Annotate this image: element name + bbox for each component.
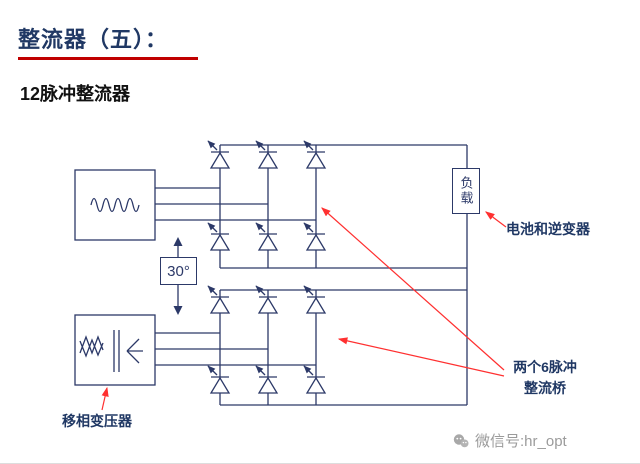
page-subtitle: 12脉冲整流器 <box>20 84 131 104</box>
arrow-to-bottom-bridge <box>337 337 505 377</box>
page-title: 整流器（五）： <box>18 27 169 52</box>
transformer-box <box>74 314 156 386</box>
thyristor-icon <box>303 365 327 394</box>
thyristor-icon <box>303 140 327 169</box>
thyristor-icon <box>207 140 231 169</box>
transformer-winding-icon <box>79 330 143 372</box>
thyristor-icon <box>207 285 231 314</box>
annotation-arrows <box>101 207 507 411</box>
label-six-pulse-bridges: 两个6脉冲 整流桥 <box>503 357 587 399</box>
arrow-to-load <box>485 211 507 228</box>
wechat-icon <box>453 433 469 447</box>
title-underline <box>18 57 198 60</box>
wechat-id: 微信号:hr_opt <box>475 433 567 450</box>
ac-source-box <box>74 169 156 241</box>
thyristor-icon <box>255 285 279 314</box>
thyristor-icon <box>207 222 231 251</box>
angle-label: 30° <box>167 262 190 280</box>
arrow-to-top-bridge <box>321 207 505 371</box>
sine-wave-icon <box>90 197 140 213</box>
label-bridges-line1: 两个6脉冲 <box>513 359 577 375</box>
load-box: 负载 <box>452 168 480 214</box>
label-bridges-line2: 整流桥 <box>524 380 566 396</box>
thyristor-icon <box>303 222 327 251</box>
label-phase-transformer: 移相变压器 <box>62 413 132 429</box>
bus-lines <box>155 144 468 406</box>
thyristor-icon <box>255 140 279 169</box>
load-label: 负载 <box>458 176 474 206</box>
thyristor-icon <box>255 365 279 394</box>
label-battery-inverter: 电池和逆变器 <box>506 221 590 237</box>
wechat-footer: 微信号:hr_opt <box>452 430 567 451</box>
thyristor-icon <box>303 285 327 314</box>
thyristor-array <box>207 140 327 394</box>
arrow-to-transformer <box>101 386 109 411</box>
thyristor-icon <box>255 222 279 251</box>
circuit-wires <box>74 140 468 406</box>
angle-box: 30° <box>160 257 197 285</box>
thyristor-icon <box>207 365 231 394</box>
